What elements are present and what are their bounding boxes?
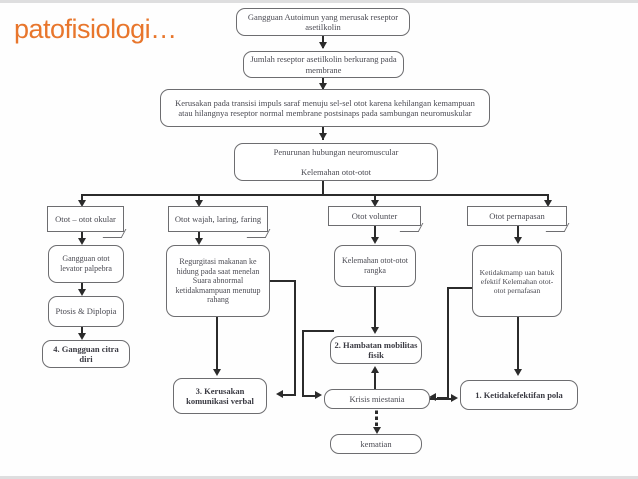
branch-bus-horizontal xyxy=(81,194,547,196)
node-krisis-miestania: Krisis miestania xyxy=(324,389,430,409)
node-label-line2: Kelemahan otot-otot xyxy=(300,166,372,177)
connector-b1-c1 xyxy=(81,232,83,241)
arrow-b2-c2 xyxy=(194,238,203,245)
node-label: Otot volunter xyxy=(351,210,398,221)
branch-drop-3 xyxy=(374,194,376,202)
node-label: 1. Ketidakefektifan pola xyxy=(475,389,563,400)
node-regurgitasi-suara-abnormal: Regurgitasi makanan ke hidung pada saat … xyxy=(166,245,270,317)
branch-drop-2 xyxy=(198,194,200,202)
arrow-rail-into-krisis xyxy=(315,390,322,399)
arrow-c2-e2 xyxy=(212,369,221,376)
node-label: Otot pernapasan xyxy=(489,210,545,221)
node-label: Jumlah reseptor asetilkolin berkurang pa… xyxy=(250,54,397,75)
node-kelemahan-otot-rangka: Kelemahan otot-otot rangka xyxy=(334,245,416,287)
slide-top-edge xyxy=(0,0,638,3)
node-label: Krisis miestania xyxy=(349,393,405,404)
arrow-n3-n4 xyxy=(318,133,327,140)
feedback-regurgitasi-v xyxy=(294,280,296,396)
arrow-b3-c3 xyxy=(370,237,379,244)
arrow-c1-d1 xyxy=(77,289,86,296)
node-ketidakefektifan-pola: 1. Ketidakefektifan pola xyxy=(460,380,578,410)
arrow-n1-n2 xyxy=(318,42,327,49)
node-otot-volunter: Otot volunter xyxy=(328,206,421,226)
rail-left-bottom-h xyxy=(302,395,316,397)
node-gangguan-citra-diri: 4. Gangguan citra diri xyxy=(42,340,130,368)
node-penurunan-hubungan-neuromuscular: Penurunan hubungan neuromuscular Kelemah… xyxy=(234,143,438,181)
arrow-b4-c4 xyxy=(513,237,522,244)
arrow-feedback-regurgitasi xyxy=(276,389,283,398)
branch-drop-4 xyxy=(547,194,549,202)
feedback-pernapasan-h2 xyxy=(437,397,449,399)
node-otot-wajah-laring-faring: Otot wajah, laring, faring xyxy=(168,206,268,232)
arrow-c3-e3 xyxy=(370,327,379,334)
arrow-krisis-pola xyxy=(451,393,458,402)
node-label: Kelemahan otot-otot rangka xyxy=(342,256,408,275)
node-label: Kerusakan pada transisi impuls saraf men… xyxy=(175,97,475,119)
node-label: Gangguan Autoimun yang merusak reseptor … xyxy=(247,11,399,33)
node-gangguan-otot-levator-palpebra: Gangguan otot levator palpebra xyxy=(48,245,124,283)
arrow-branch-4 xyxy=(543,200,552,207)
connector-krisis-pola xyxy=(430,398,452,400)
node-otot-pernapasan: Otot pernapasan xyxy=(467,206,567,226)
connector-krisis-kematian-dotted xyxy=(375,409,378,430)
node-label: Ptosis & Diplopia xyxy=(55,306,117,317)
connector-krisis-mobilitas xyxy=(374,371,376,389)
feedback-regurgitasi-h2 xyxy=(283,394,296,396)
node-gangguan-autoimun: Gangguan Autoimun yang merusak reseptor … xyxy=(236,8,410,36)
connector-c1-d1 xyxy=(81,283,83,292)
node-kerusakan-transisi-impuls: Kerusakan pada transisi impuls saraf men… xyxy=(160,89,490,127)
node-label: Otot wajah, laring, faring xyxy=(174,213,262,224)
node-kematian: kematian xyxy=(330,434,422,454)
rail-left-v xyxy=(302,330,304,396)
node-label: kematian xyxy=(360,438,392,449)
feedback-regurgitasi-h xyxy=(270,280,296,282)
node-label: 4. Gangguan citra diri xyxy=(53,343,119,365)
arrow-branch-2 xyxy=(194,200,203,207)
node-label-line1: Penurunan hubungan neuromuscular xyxy=(273,147,399,157)
node-label: 3. Kerusakan komunikasi verbal xyxy=(186,385,254,407)
arrow-n2-n3 xyxy=(318,83,327,90)
node-jumlah-reseptor: Jumlah reseptor asetilkolin berkurang pa… xyxy=(243,51,404,78)
arrow-c4-e4 xyxy=(513,369,522,376)
connector-c3-e3 xyxy=(374,287,376,331)
page-title: patofisiologi… xyxy=(14,14,177,44)
arrow-feedback-pernapasan xyxy=(429,392,436,401)
node-ptosis-diplopia: Ptosis & Diplopia xyxy=(48,296,124,327)
node-ketidakmampuan-batuk-efektif: Ketidakmamp uan batuk efektif Kelemahan … xyxy=(472,245,562,317)
node-label: Regurgitasi makanan ke hidung pada saat … xyxy=(175,257,261,305)
connector-d1-e1 xyxy=(81,327,83,336)
node-label: Gangguan otot levator palpebra xyxy=(60,254,112,273)
node-label: 2. Hambatan mobilitas fisik xyxy=(334,339,418,361)
arrow-branch-1 xyxy=(77,200,86,207)
node-label: Ketidakmamp uan batuk efektif Kelemahan … xyxy=(479,267,555,295)
arrow-d1-e1 xyxy=(77,333,86,340)
feedback-pernapasan-v xyxy=(447,287,449,398)
connector-c4-e4 xyxy=(517,317,519,373)
branch-drop-1 xyxy=(81,194,83,202)
arrow-krisis-kematian xyxy=(372,427,381,434)
connector-b3-c3 xyxy=(374,226,376,240)
node-otot-okular: Otot – otot okular xyxy=(47,206,124,232)
feedback-pernapasan-h xyxy=(447,287,473,289)
arrow-b1-c1 xyxy=(77,238,86,245)
connector-b4-c4 xyxy=(517,226,519,240)
node-label: Otot – otot okular xyxy=(55,213,116,224)
arrow-branch-3 xyxy=(370,200,379,207)
connector-b2-c2 xyxy=(198,232,200,241)
node-hambatan-mobilitas-fisik: 2. Hambatan mobilitas fisik xyxy=(330,336,422,364)
slide-bottom-edge xyxy=(0,476,638,479)
connector-c2-e2 xyxy=(216,317,218,373)
arrow-krisis-mobilitas xyxy=(370,366,379,373)
connector-n4-bus xyxy=(322,181,324,195)
rail-left-top-h xyxy=(302,330,334,332)
node-kerusakan-komunikasi-verbal: 3. Kerusakan komunikasi verbal xyxy=(173,378,267,414)
